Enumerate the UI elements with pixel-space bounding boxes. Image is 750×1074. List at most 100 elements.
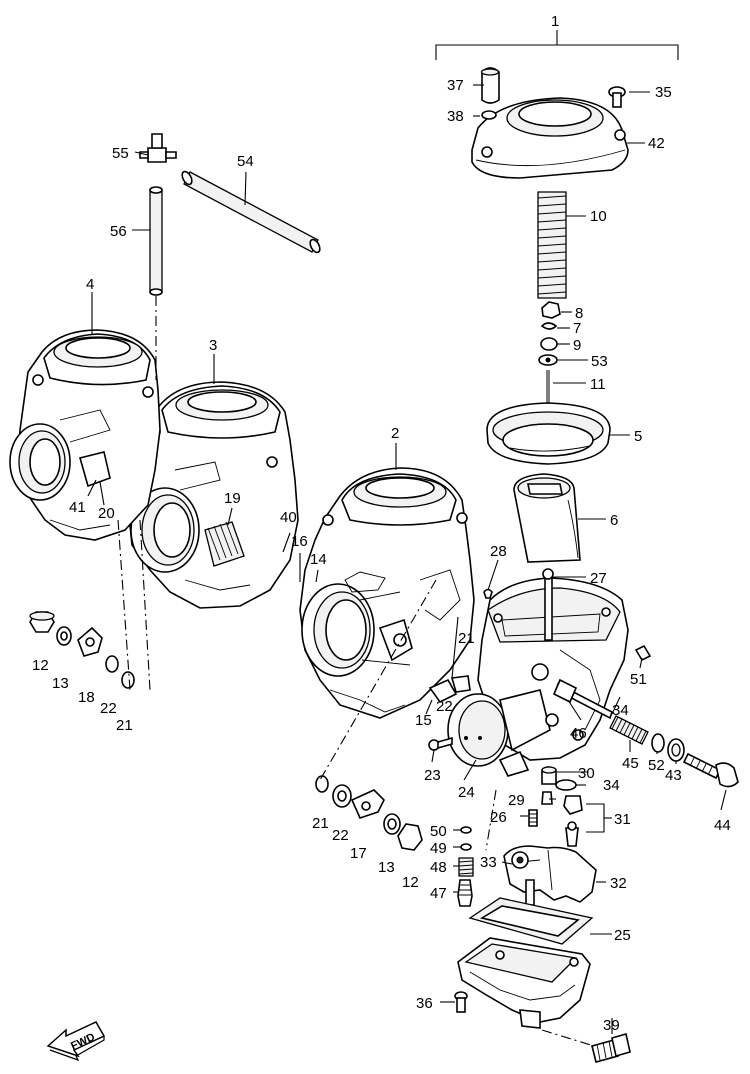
callout-42: 42 [648, 135, 665, 152]
part-26-jet [528, 809, 538, 827]
carb-body-bottom-exploded [447, 568, 629, 777]
part-46-adjuster-pin [552, 678, 613, 720]
callout-20: 20 [98, 505, 115, 522]
callout-23: 23 [424, 767, 441, 784]
callout-45: 45 [622, 755, 639, 772]
callout-14: 14 [310, 551, 327, 568]
part-49-oring [460, 843, 472, 851]
part-54-hose [181, 170, 321, 254]
callout-48: 48 [430, 859, 447, 876]
part-32-float [503, 845, 597, 906]
callout-19: 19 [224, 490, 241, 507]
part-31-float-valve [563, 795, 583, 847]
callout-18: 18 [78, 689, 95, 706]
callout-52: 52 [648, 757, 665, 774]
part-15-fitting [428, 675, 471, 704]
callout-9: 9 [573, 337, 581, 354]
part-47-screw [457, 879, 473, 907]
part-51-plug [634, 644, 652, 662]
callout-46: 46 [570, 725, 587, 742]
callout-21c: 21 [312, 815, 329, 832]
part-35-screw [608, 86, 626, 108]
callout-29: 29 [508, 792, 525, 809]
callout-1: 1 [551, 13, 559, 30]
part-30-valve-seat [541, 766, 557, 785]
callout-15: 15 [415, 712, 432, 729]
part-34-oring [555, 779, 577, 791]
callout-3: 3 [209, 337, 217, 354]
callout-28: 28 [490, 543, 507, 560]
part-10-spring [537, 191, 567, 299]
callout-34b: 34 [603, 777, 620, 794]
top-cap [471, 97, 629, 179]
callout-21b: 21 [458, 630, 475, 647]
part-48-spring [458, 857, 474, 877]
part-23-screw [428, 736, 453, 751]
callout-12a: 12 [32, 657, 49, 674]
part-45-spring [609, 715, 649, 745]
part-28-screw [483, 588, 493, 599]
float-bowl [457, 937, 591, 1029]
callout-25: 25 [614, 927, 631, 944]
part-55-tee-fitting [139, 133, 177, 163]
callout-36: 36 [416, 995, 433, 1012]
callout-22a: 22 [100, 700, 117, 717]
callout-22c: 22 [332, 827, 349, 844]
callout-33: 33 [480, 854, 497, 871]
carb-body-4 [9, 329, 161, 541]
leader-lines [87, 84, 727, 1047]
callout-8: 8 [575, 305, 583, 322]
callout-24: 24 [458, 784, 475, 801]
part-6-piston [513, 473, 581, 563]
callout-26: 26 [490, 809, 507, 826]
callout-50: 50 [430, 823, 447, 840]
part-36-screw [454, 991, 468, 1013]
callout-43: 43 [665, 767, 682, 784]
callout-44: 44 [714, 817, 731, 834]
fwd-arrow-icon: FWD [46, 1021, 106, 1062]
callout-7: 7 [573, 320, 581, 337]
part-38-oring [481, 110, 497, 120]
callout-34: 34 [612, 702, 629, 719]
callout-16: 16 [291, 533, 308, 550]
callout-13a: 13 [52, 675, 69, 692]
callout-55: 55 [112, 145, 129, 162]
callout-31: 31 [614, 811, 631, 828]
callout-32: 32 [610, 875, 627, 892]
callout-17: 17 [350, 845, 367, 862]
callout-49: 49 [430, 840, 447, 857]
assembly-bracket [435, 30, 679, 60]
callout-10: 10 [590, 208, 607, 225]
part-29-jet [541, 791, 553, 805]
callout-37: 37 [447, 77, 464, 94]
callout-38: 38 [447, 108, 464, 125]
part-52-washer [651, 733, 665, 753]
callout-40: 40 [280, 509, 297, 526]
callout-4: 4 [86, 276, 94, 293]
carb-body-2 [299, 467, 475, 719]
callout-53: 53 [591, 353, 608, 370]
callout-11: 11 [590, 376, 606, 393]
callout-13b: 13 [378, 859, 395, 876]
callout-27: 27 [590, 570, 607, 587]
callout-41: 41 [69, 499, 86, 516]
callout-39: 39 [603, 1017, 620, 1034]
callout-labels: 1 37 38 35 42 10 8 7 9 53 11 5 6 27 28 4… [32, 13, 731, 1034]
callout-47: 47 [430, 885, 447, 902]
part-39-drain-screw [591, 1032, 631, 1063]
part-44-pilot-screw [682, 752, 739, 788]
part-56-hose [149, 186, 163, 296]
callout-21a: 21 [116, 717, 133, 734]
part-50-washer [460, 826, 472, 834]
part-5-diaphragm [486, 402, 611, 465]
callout-54: 54 [237, 153, 254, 170]
callout-12b: 12 [402, 874, 419, 891]
callout-56: 56 [110, 223, 127, 240]
center-fittings [315, 775, 423, 851]
carb-body-3 [127, 381, 299, 609]
callout-22b: 22 [436, 698, 453, 715]
callout-30: 30 [578, 765, 595, 782]
callout-5: 5 [634, 428, 642, 445]
callout-2: 2 [391, 425, 399, 442]
